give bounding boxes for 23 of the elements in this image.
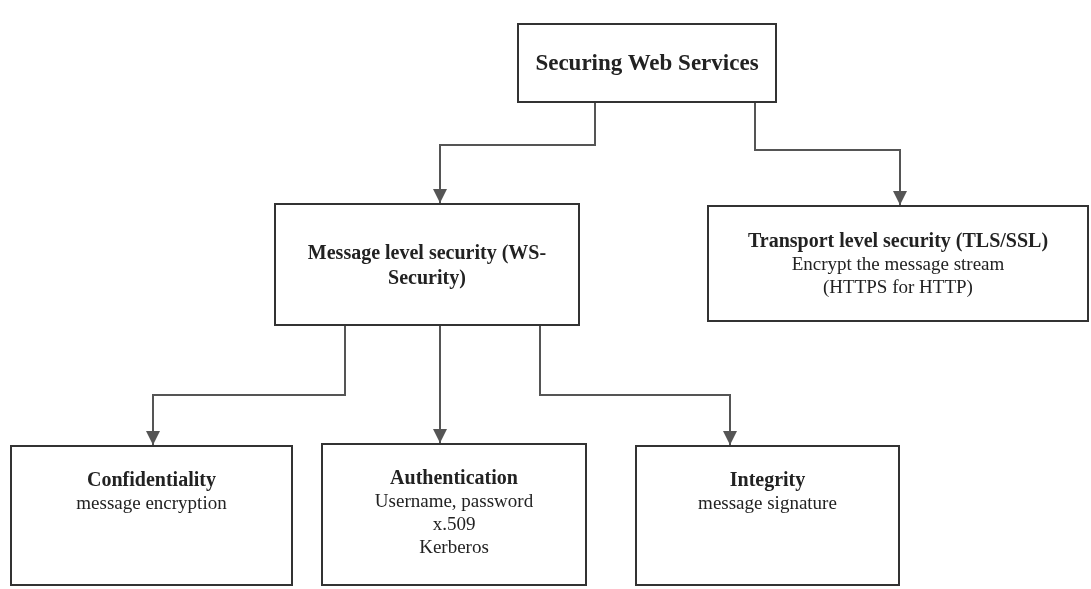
text: message signature (698, 492, 837, 515)
heading: Transport level security (TLS/SSL) (747, 228, 1049, 254)
arrow (754, 102, 907, 206)
heading: Authentication (390, 465, 518, 490)
text: Encrypt the message stream (HTTPS for HTTP) (790, 253, 1006, 299)
text: x.509 (432, 512, 476, 536)
arrow (433, 102, 596, 204)
box (274, 203, 580, 326)
arrow (539, 325, 737, 446)
heading: Confidentiality (87, 467, 216, 492)
heading: Securing Web Services (535, 48, 759, 77)
arrow (146, 325, 346, 446)
box (707, 205, 1089, 322)
heading: Integrity (729, 467, 806, 492)
box (517, 23, 777, 103)
arrow (433, 325, 447, 444)
box (635, 445, 900, 586)
heading: Message level security (WS-Security) (306, 239, 548, 290)
box (321, 443, 587, 586)
text: Kerberos (419, 535, 489, 559)
text: Username, password (374, 490, 534, 513)
box (10, 445, 293, 586)
text: message encryption (76, 492, 227, 515)
